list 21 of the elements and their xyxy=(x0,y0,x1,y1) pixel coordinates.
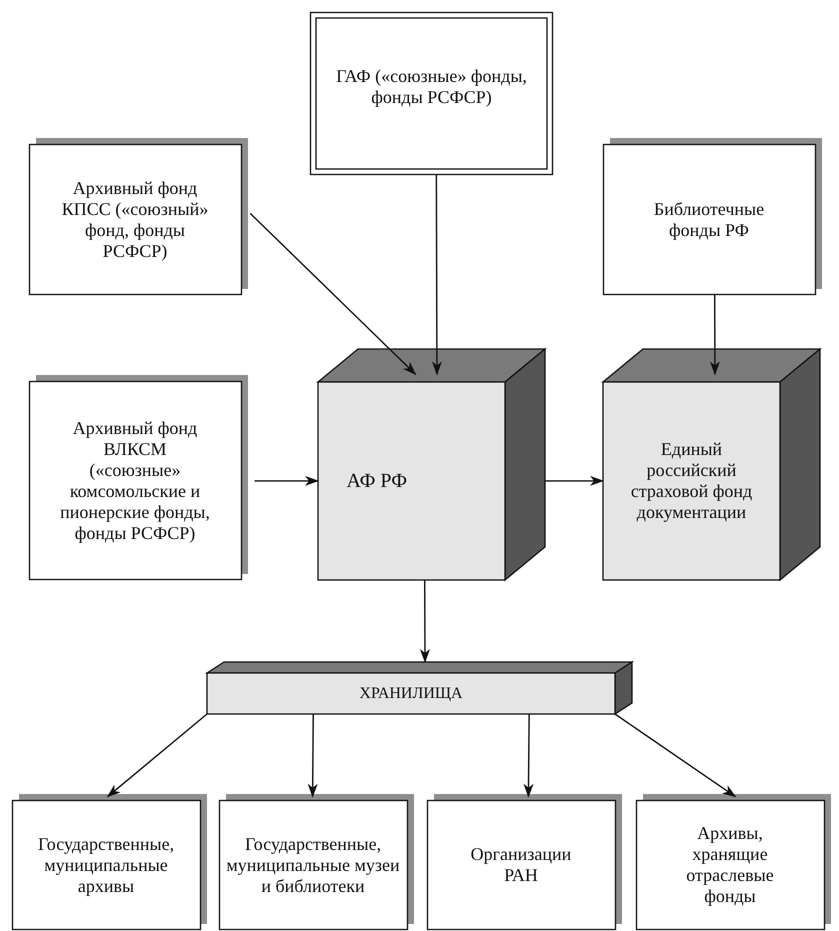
box-label: Государственные, муниципальные музеи и библиотеки xyxy=(225,834,401,896)
arrow xyxy=(254,476,319,486)
box-label: Библиотечные фонды РФ xyxy=(652,198,766,240)
box-label: ХРАНИЛИЩА xyxy=(359,684,463,704)
arrow xyxy=(710,295,720,376)
arrow xyxy=(545,476,604,486)
box-label: Архивный фонд ВЛКСМ («союзные» комсомольские и пионерские фонды, фонды РСФСР) xyxy=(60,418,210,544)
box-label: Государственные, муниципальные архивы xyxy=(36,834,176,896)
arrow xyxy=(524,714,534,798)
box-label: ГАФ («союзные» фонды, фонды РСФСР) xyxy=(335,66,528,108)
box-label: Архивный фонд КПСС («союзный» фонд, фонды РСФСР) xyxy=(60,178,210,262)
arrow xyxy=(432,175,442,376)
box-label: АФ РФ xyxy=(346,470,408,492)
arrow xyxy=(250,212,416,376)
box-label: Архивы, хранящие отраслевые фонды xyxy=(685,823,775,907)
arrow xyxy=(106,713,208,798)
arrow xyxy=(420,580,430,663)
arrow xyxy=(308,714,318,798)
box-label: Организации РАН xyxy=(470,844,572,886)
arrow xyxy=(614,713,736,798)
box-label: Единый российский страховой фонд документации xyxy=(630,439,754,523)
